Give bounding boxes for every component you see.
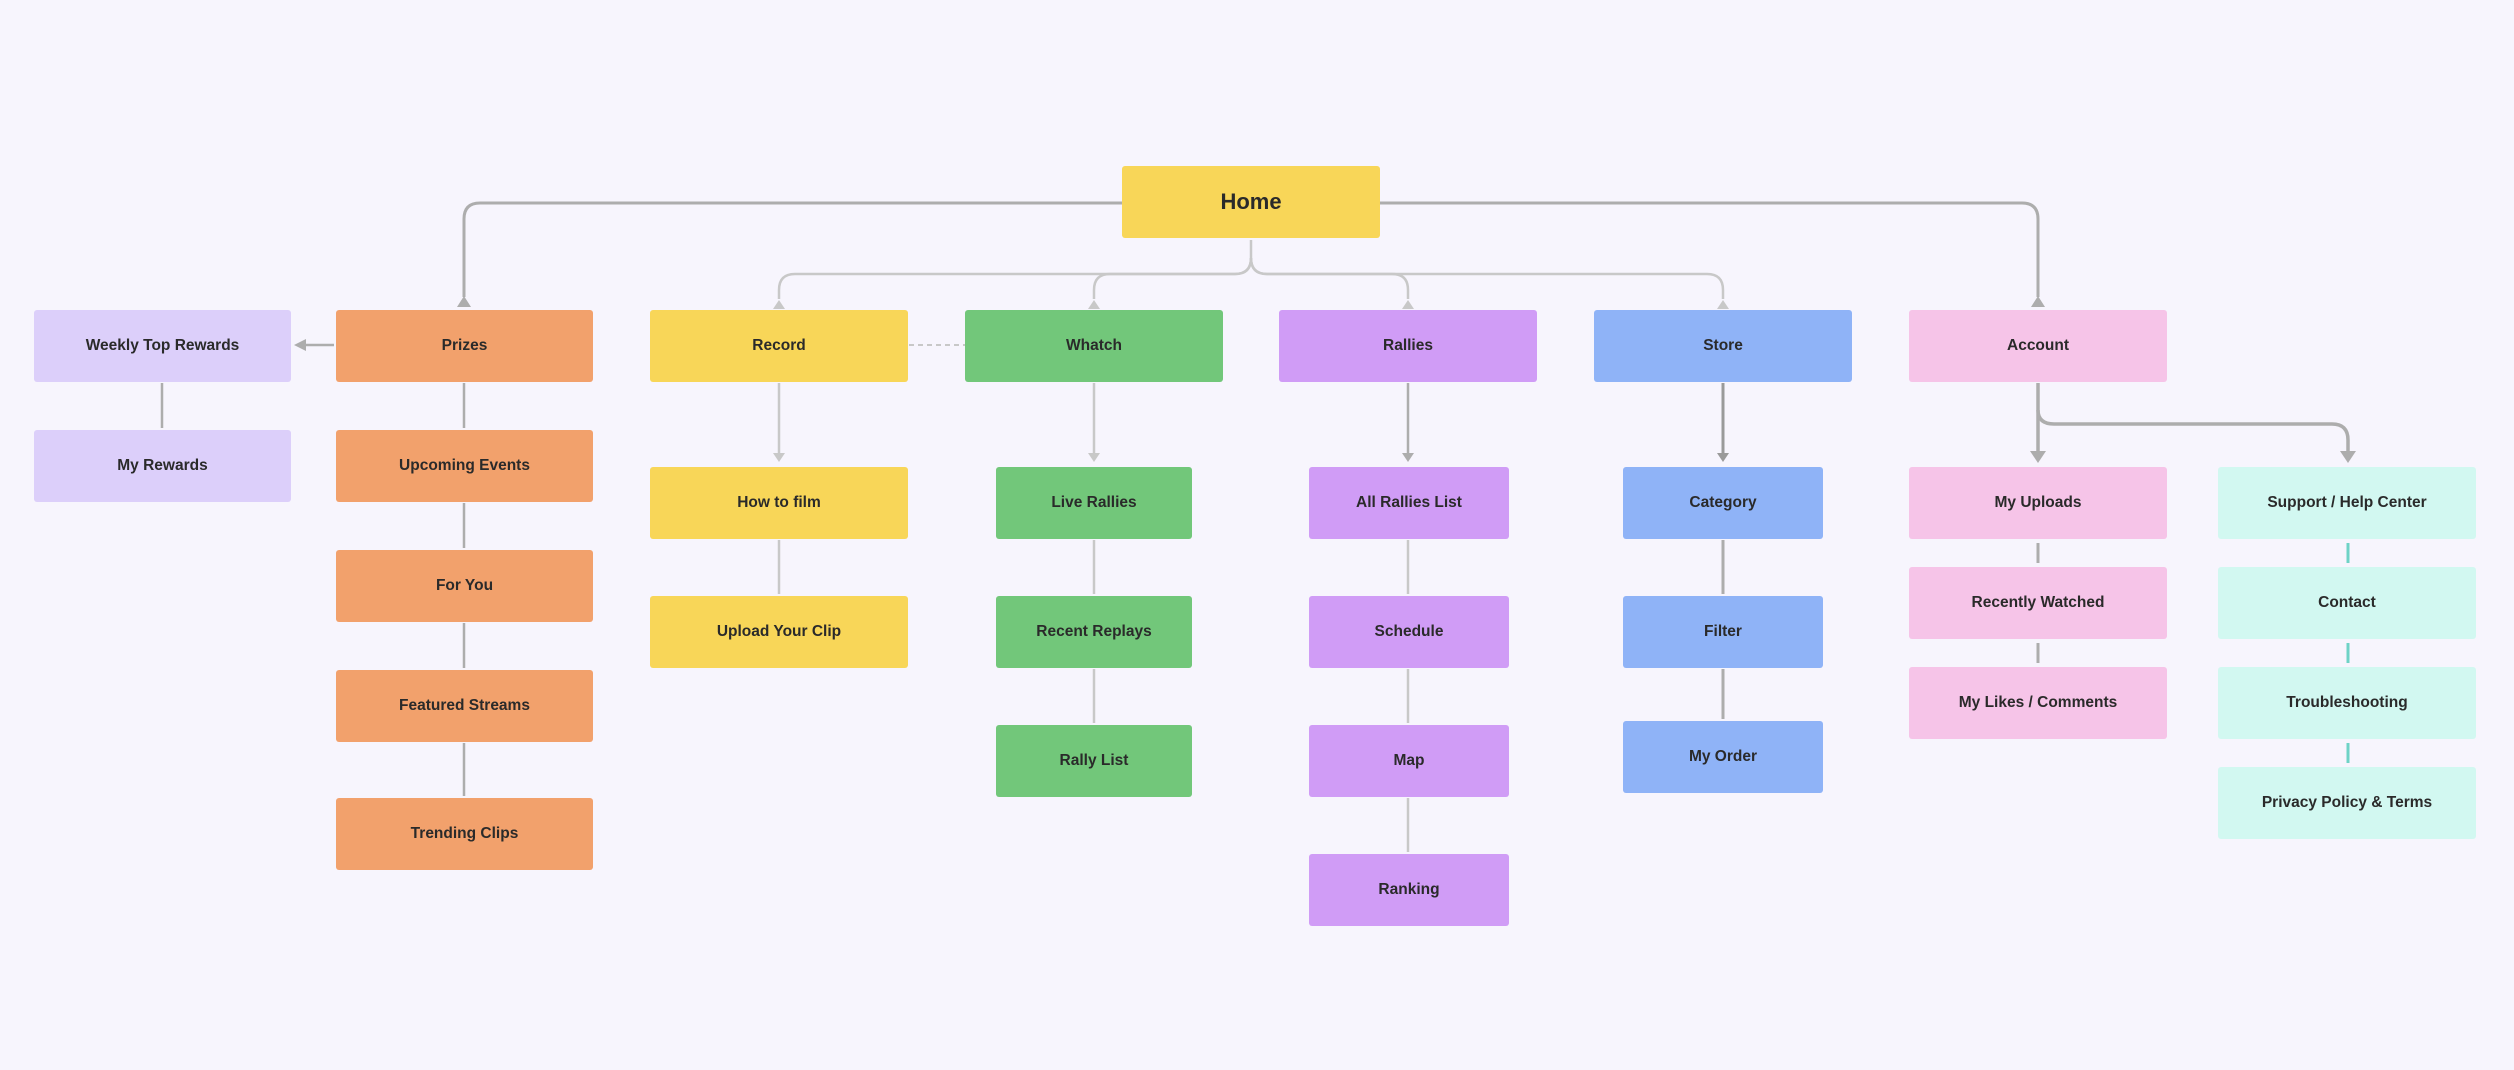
link-home-branches	[777, 240, 1253, 299]
node-home[interactable]: Home	[1122, 166, 1380, 238]
node-my-uploads[interactable]: My Uploads	[1909, 467, 2167, 539]
node-upcoming-events[interactable]: Upcoming Events	[336, 430, 593, 502]
node-my-likes-comments[interactable]: My Likes / Comments	[1909, 667, 2167, 739]
arrowhead-live	[1088, 453, 1100, 462]
arrowhead-store	[1717, 300, 1729, 309]
node-for-you[interactable]: For You	[336, 550, 593, 622]
node-category[interactable]: Category	[1623, 467, 1823, 539]
node-trending-clips[interactable]: Trending Clips	[336, 798, 593, 870]
node-how-to-film[interactable]: How to film	[650, 467, 908, 539]
node-rally-list[interactable]: Rally List	[996, 725, 1192, 797]
node-live-rallies[interactable]: Live Rallies	[996, 467, 1192, 539]
arrowhead-weekly	[294, 339, 306, 351]
node-account[interactable]: Account	[1909, 310, 2167, 382]
node-my-rewards[interactable]: My Rewards	[34, 430, 291, 502]
node-upload-your-clip[interactable]: Upload Your Clip	[650, 596, 908, 668]
node-filter[interactable]: Filter	[1623, 596, 1823, 668]
arrowhead-all	[1402, 453, 1414, 462]
node-featured-streams[interactable]: Featured Streams	[336, 670, 593, 742]
node-privacy-policy-terms[interactable]: Privacy Policy & Terms	[2218, 767, 2476, 839]
node-all-rallies-list[interactable]: All Rallies List	[1309, 467, 1509, 539]
arrowhead-howto	[773, 453, 785, 462]
arrowhead-support	[2340, 451, 2356, 463]
node-rallies[interactable]: Rallies	[1279, 310, 1537, 382]
link-home-prizes	[462, 201, 1122, 297]
node-prizes[interactable]: Prizes	[336, 310, 593, 382]
arrowhead-uploads	[2030, 451, 2046, 463]
node-weekly-top-rewards[interactable]: Weekly Top Rewards	[34, 310, 291, 382]
link-account-support	[2036, 409, 2350, 452]
node-recent-replays[interactable]: Recent Replays	[996, 596, 1192, 668]
node-troubleshooting[interactable]: Troubleshooting	[2218, 667, 2476, 739]
node-ranking[interactable]: Ranking	[1309, 854, 1509, 926]
node-whatch[interactable]: Whatch	[965, 310, 1223, 382]
node-schedule[interactable]: Schedule	[1309, 596, 1509, 668]
link-home-store	[1249, 257, 1725, 299]
arrowhead-record	[773, 300, 785, 309]
node-recently-watched[interactable]: Recently Watched	[1909, 567, 2167, 639]
arrowhead-prizes	[457, 296, 471, 307]
link-home-whatch	[1092, 257, 1253, 299]
link-home-rallies	[1249, 257, 1410, 299]
node-map[interactable]: Map	[1309, 725, 1509, 797]
arrowhead-rallies	[1402, 300, 1414, 309]
arrowhead-category	[1717, 453, 1729, 462]
node-record[interactable]: Record	[650, 310, 908, 382]
node-contact[interactable]: Contact	[2218, 567, 2476, 639]
node-my-order[interactable]: My Order	[1623, 721, 1823, 793]
node-support-help-center[interactable]: Support / Help Center	[2218, 467, 2476, 539]
arrowhead-account	[2031, 296, 2045, 307]
node-store[interactable]: Store	[1594, 310, 1852, 382]
arrowhead-whatch	[1088, 300, 1100, 309]
link-home-account	[1380, 201, 2040, 297]
